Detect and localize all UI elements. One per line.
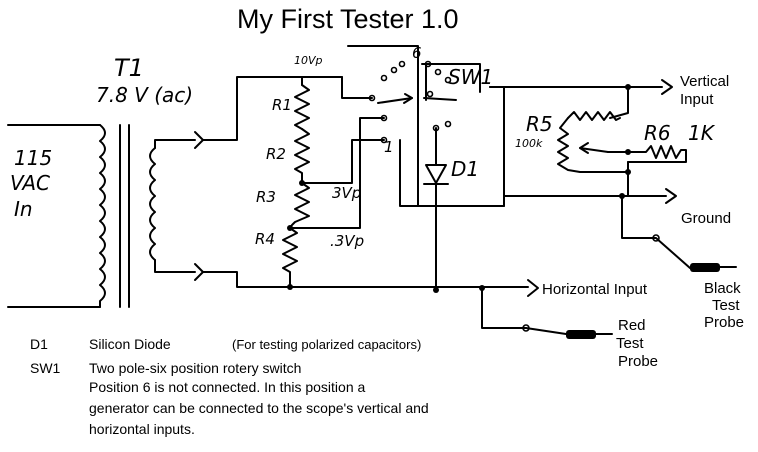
component-legend: D1 Silicon Diode (For testing polarized … xyxy=(30,336,429,437)
r5-label: R5 xyxy=(526,112,553,136)
voltage-0-3vp: .3Vp xyxy=(330,232,364,250)
wire-0-3vp-tap xyxy=(289,117,385,229)
wire-10vp-switch xyxy=(341,76,373,99)
r6-label: R6 xyxy=(644,121,671,145)
r1-label: R1 xyxy=(272,96,292,114)
horizontal-input-wiring xyxy=(285,279,613,339)
wire-3vp-tap xyxy=(301,139,385,184)
legend-sw1-note-line3: horizontal inputs. xyxy=(89,421,195,437)
black-probe-label-line2: Test xyxy=(712,297,740,314)
diagram-title: My First Tester 1.0 xyxy=(237,4,459,34)
red-probe-label-line1: Red xyxy=(618,317,646,334)
primary-label-vac: VAC xyxy=(10,171,50,195)
red-probe-label-line3: Probe xyxy=(618,353,658,370)
r3-label: R3 xyxy=(256,188,276,206)
primary-label-in: In xyxy=(14,197,33,221)
black-probe-label-line1: Black xyxy=(704,280,741,297)
wire-secondary-bottom xyxy=(202,271,287,288)
black-probe-label-line3: Probe xyxy=(704,314,744,331)
red-probe-label-line2: Test xyxy=(616,335,644,352)
vertical-input-label-line1: Vertical xyxy=(680,73,729,90)
sw1-position-1: 1 xyxy=(384,138,394,156)
voltage-10vp: 10Vp xyxy=(294,54,323,67)
wire-10vp-top xyxy=(202,76,343,141)
legend-d1-note: (For testing polarized capacitors) xyxy=(232,337,421,352)
r5-r6-network xyxy=(489,79,737,272)
legend-sw1-note-line1: Position 6 is not connected. In this pos… xyxy=(89,379,365,395)
voltage-divider xyxy=(282,76,310,290)
t1-voltage-label: 7.8 V (ac) xyxy=(96,83,193,107)
d1-label: D1 xyxy=(451,157,479,181)
ground-label: Ground xyxy=(681,210,731,227)
legend-d1-desc: Silicon Diode xyxy=(89,336,171,352)
r6-value: 1K xyxy=(688,121,716,145)
t1-label: T1 xyxy=(114,54,144,82)
r4-label: R4 xyxy=(255,230,275,248)
r5-value: 100k xyxy=(515,137,543,150)
transformer-t1 xyxy=(7,124,204,308)
vertical-input-label-line2: Input xyxy=(680,91,714,108)
sw1-label: SW1 xyxy=(448,65,493,89)
primary-label-115: 115 xyxy=(14,146,52,170)
r2-label: R2 xyxy=(266,145,286,163)
legend-sw1-ref: SW1 xyxy=(30,360,61,376)
sw1-position-6: 6 xyxy=(412,44,422,62)
legend-d1-ref: D1 xyxy=(30,336,48,352)
legend-sw1-note-line2: generator can be connected to the scope'… xyxy=(89,400,429,416)
legend-sw1-desc: Two pole-six position rotery switch xyxy=(89,360,301,376)
diode-d1 xyxy=(423,127,449,291)
horizontal-input-label: Horizontal Input xyxy=(542,281,648,298)
voltage-3vp: 3Vp xyxy=(332,184,361,202)
